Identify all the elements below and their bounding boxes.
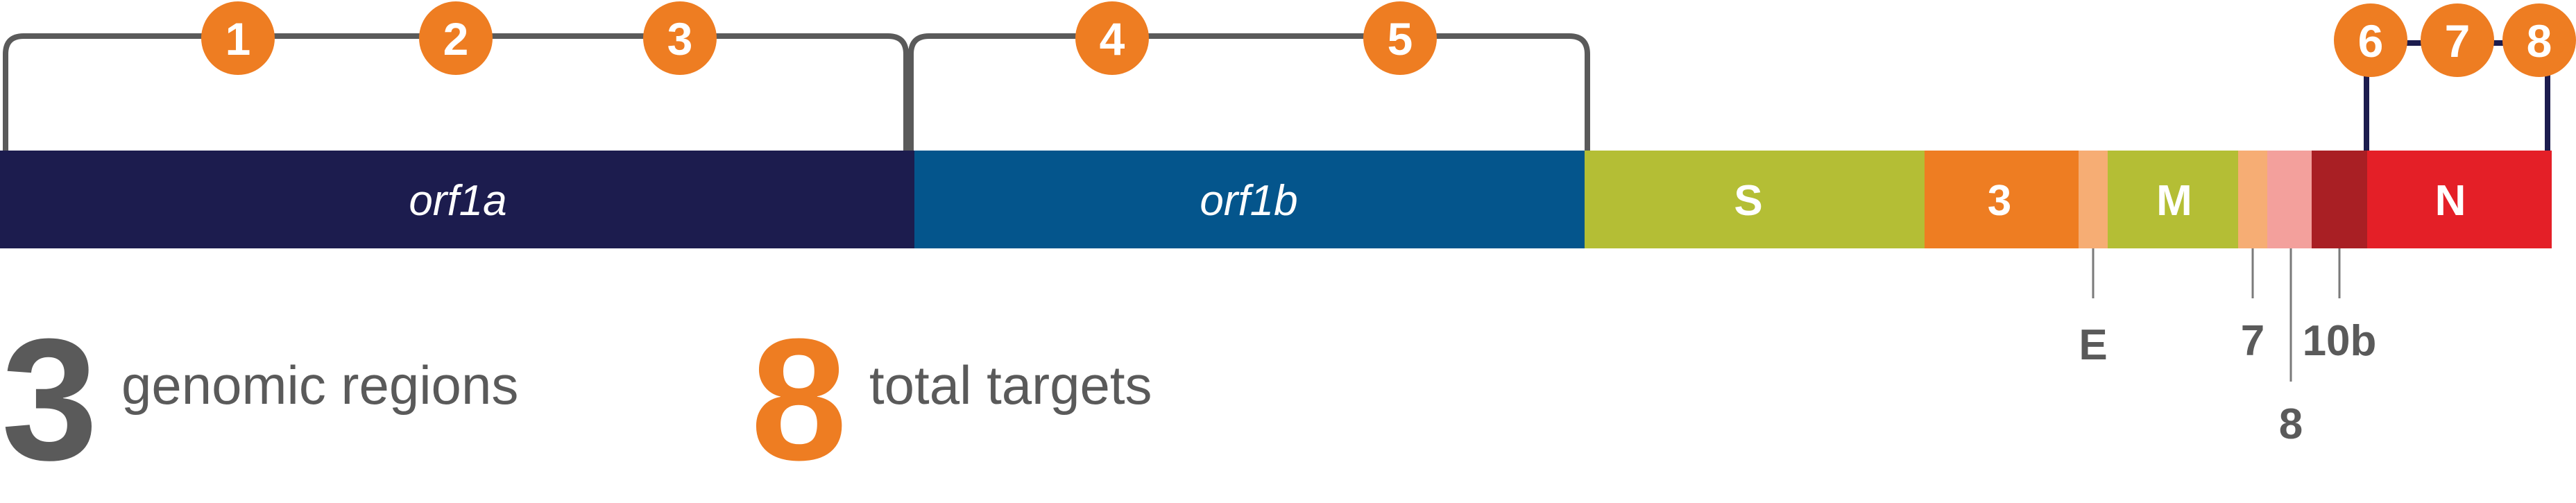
stat-number-regions: 3	[1, 302, 98, 496]
target-label-8: 8	[2527, 15, 2552, 67]
callout-label-8: 8	[2279, 400, 2303, 448]
target-marker-3	[643, 1, 717, 75]
segment-label-s: S	[1734, 177, 1762, 225]
callout-label-7: 7	[2241, 317, 2264, 365]
segment-label-3: 3	[1988, 177, 2011, 225]
target-label-4: 4	[1100, 13, 1125, 65]
stat-text-targets: total targets	[869, 355, 1152, 416]
segment-8	[2267, 151, 2312, 248]
bracket-orf1b	[908, 33, 1590, 151]
target-marker-6	[2334, 3, 2407, 77]
segment-n	[2367, 151, 2552, 248]
segment-m	[2108, 151, 2238, 248]
segment-label-m: M	[2156, 177, 2192, 225]
callout-label-e: E	[2079, 321, 2107, 369]
target-label-7: 7	[2445, 15, 2471, 67]
target-marker-2	[419, 1, 493, 75]
callout-label-10b: 10b	[2303, 317, 2377, 365]
target-marker-4	[1075, 1, 1149, 75]
segment-10b	[2312, 151, 2367, 248]
target-label-1: 1	[225, 13, 251, 65]
segment-orf1a	[0, 151, 914, 248]
target-label-6: 6	[2358, 15, 2384, 67]
target-marker-1	[201, 1, 275, 75]
stats: 3 genomic regions 8 total targets	[1, 302, 1152, 496]
segment-label-n: N	[2435, 177, 2466, 225]
stat-text-regions: genomic regions	[121, 355, 518, 416]
segment-orf1b	[914, 151, 1585, 248]
segment-7	[2238, 151, 2267, 248]
target-label-2: 2	[443, 13, 469, 65]
brackets	[3, 33, 2550, 151]
target-marker-8	[2502, 3, 2576, 77]
segment-e	[2079, 151, 2108, 248]
target-label-5: 5	[1388, 13, 1413, 65]
target-markers: 1 2 3 4 5 6 7 8	[201, 1, 2576, 77]
segment-label-orf1b: orf1b	[1200, 177, 1297, 225]
target-label-3: 3	[667, 13, 693, 65]
stat-number-targets: 8	[751, 302, 847, 496]
segment-label-orf1a: orf1a	[409, 177, 506, 225]
target-marker-7	[2421, 3, 2494, 77]
callouts: E 7 8 10b	[2079, 248, 2376, 448]
segment-3	[1925, 151, 2079, 248]
segment-s	[1585, 151, 1925, 248]
target-marker-5	[1363, 1, 1437, 75]
genome-bar: orf1a orf1b S 3 M N	[0, 151, 2552, 248]
